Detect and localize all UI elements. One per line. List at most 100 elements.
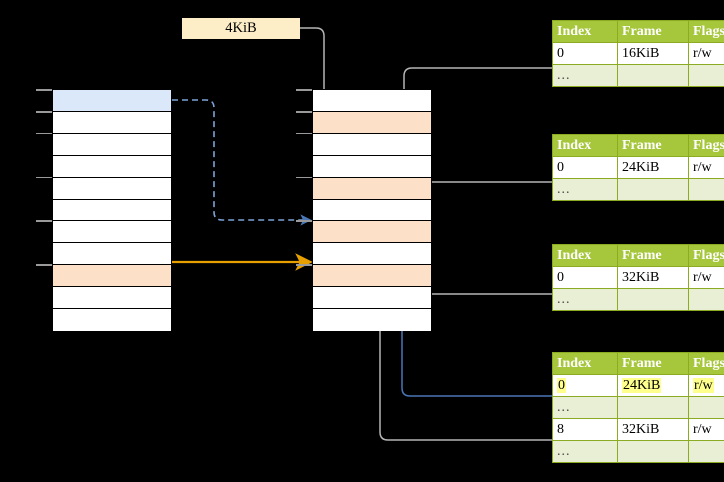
table-cell bbox=[688, 288, 724, 311]
table-row-ellipsis: ... bbox=[552, 178, 724, 201]
table-cell: 16KiB bbox=[617, 42, 689, 65]
table-row-ellipsis: ... bbox=[552, 64, 724, 87]
table-row-ellipsis: ... bbox=[552, 440, 724, 463]
column-header-frame: Frame bbox=[617, 352, 689, 375]
table-cell: 24KiB bbox=[617, 156, 689, 179]
row-tick-mark bbox=[36, 176, 52, 179]
column-header-index: Index bbox=[552, 352, 618, 375]
table-cell: r/w bbox=[688, 42, 724, 65]
table-cell bbox=[688, 440, 724, 463]
virtual-address-space-row bbox=[53, 287, 171, 310]
table-cell: 32KiB bbox=[617, 418, 689, 441]
table-cell bbox=[617, 178, 689, 201]
wire-table2-to-physical bbox=[414, 181, 552, 228]
virtual-address-space-row bbox=[53, 265, 171, 288]
table-cell: 0 bbox=[552, 374, 618, 397]
table-cell bbox=[617, 64, 689, 87]
row-tick-mark bbox=[296, 89, 312, 91]
row-tick-mark bbox=[296, 264, 312, 266]
table-cell: ... bbox=[552, 396, 618, 419]
table-row-ellipsis: ... bbox=[552, 288, 724, 311]
size-label-4kib: 4KiB bbox=[182, 18, 300, 39]
physical-address-column bbox=[312, 89, 432, 331]
table-cell: r/w bbox=[688, 156, 724, 179]
physical-address-space-row bbox=[313, 133, 431, 156]
virtual-address-space-row bbox=[53, 221, 171, 244]
table-cell: 0 bbox=[552, 156, 618, 179]
column-header-frame: Frame bbox=[617, 134, 689, 157]
column-header-flags: Flags bbox=[688, 352, 724, 375]
virtual-address-column bbox=[52, 89, 172, 331]
row-tick-mark bbox=[36, 220, 52, 223]
virtual-address-space-row bbox=[53, 243, 171, 266]
table-cell bbox=[688, 64, 724, 87]
row-tick-mark bbox=[36, 89, 52, 91]
table-cell: 8 bbox=[552, 418, 618, 441]
table-cell bbox=[688, 396, 724, 419]
virtual-address-space-row bbox=[53, 155, 171, 178]
table-cell bbox=[617, 396, 689, 419]
table-cell: ... bbox=[552, 288, 618, 311]
column-header-frame: Frame bbox=[617, 244, 689, 267]
physical-address-space-row bbox=[313, 243, 431, 266]
row-tick-mark bbox=[296, 110, 312, 113]
row-tick-mark bbox=[36, 110, 52, 113]
table-cell: r/w bbox=[688, 374, 724, 397]
virtual-address-space-row bbox=[53, 177, 171, 200]
table-cell: ... bbox=[552, 178, 618, 201]
table-cell: 0 bbox=[552, 266, 618, 289]
wire-table3-to-physical bbox=[414, 264, 552, 295]
column-header-flags: Flags bbox=[688, 134, 724, 157]
physical-address-space-row bbox=[313, 309, 431, 331]
column-header-flags: Flags bbox=[688, 244, 724, 267]
physical-address-space-row bbox=[313, 221, 431, 244]
table-row-ellipsis: ... bbox=[552, 396, 724, 419]
table-cell: r/w bbox=[688, 266, 724, 289]
table-cell: r/w bbox=[688, 418, 724, 441]
column-header-index: Index bbox=[552, 134, 618, 157]
column-header-index: Index bbox=[552, 20, 618, 43]
table-cell: 32KiB bbox=[617, 266, 689, 289]
highlighted-value: r/w bbox=[693, 378, 714, 393]
table-cell bbox=[617, 440, 689, 463]
physical-address-space-row bbox=[313, 265, 431, 288]
table-cell: ... bbox=[552, 440, 618, 463]
physical-address-space-row bbox=[313, 287, 431, 310]
row-tick-mark bbox=[296, 220, 312, 223]
virtual-address-space-row bbox=[53, 111, 171, 134]
virtual-address-space-row bbox=[53, 199, 171, 222]
row-tick-mark bbox=[36, 264, 52, 266]
physical-address-space-row bbox=[313, 177, 431, 200]
wire-virtual-row0-to-physical bbox=[172, 99, 312, 226]
physical-address-space-row bbox=[313, 155, 431, 178]
row-tick-mark bbox=[296, 132, 312, 135]
column-header-index: Index bbox=[552, 244, 618, 267]
table-cell: ... bbox=[552, 64, 618, 87]
virtual-address-space-row bbox=[53, 133, 171, 156]
physical-address-space-row bbox=[313, 90, 431, 112]
physical-address-space-row bbox=[313, 111, 431, 134]
row-tick-mark bbox=[36, 132, 52, 135]
highlighted-value: 0 bbox=[557, 378, 566, 393]
physical-address-space-row bbox=[313, 199, 431, 222]
column-header-frame: Frame bbox=[617, 20, 689, 43]
column-header-flags: Flags bbox=[688, 20, 724, 43]
table-cell: 24KiB bbox=[617, 374, 689, 397]
virtual-address-space-row bbox=[53, 90, 171, 112]
table-cell bbox=[617, 288, 689, 311]
row-tick-mark bbox=[296, 176, 312, 179]
table-cell bbox=[688, 178, 724, 201]
